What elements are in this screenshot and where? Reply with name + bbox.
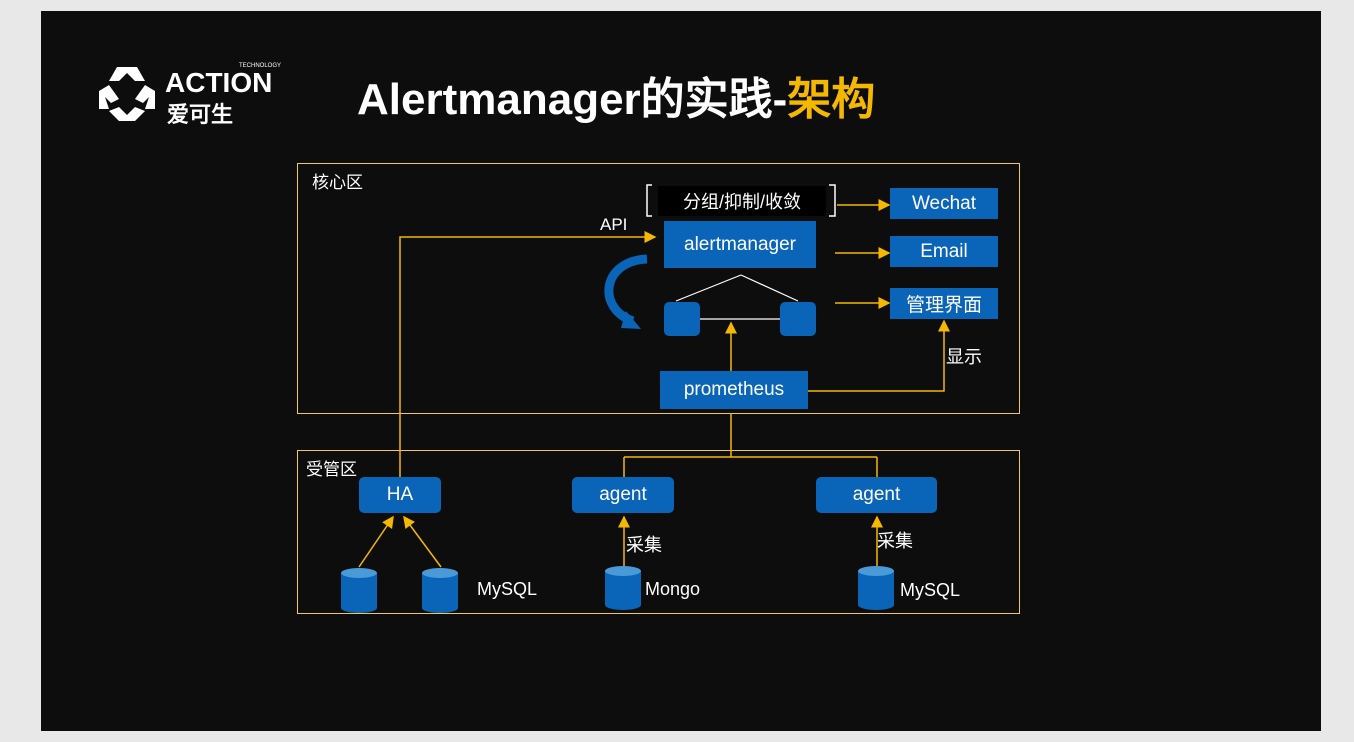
email-node: Email bbox=[890, 236, 998, 267]
curved-arrow-icon bbox=[604, 254, 648, 329]
agent-node-2: agent bbox=[816, 477, 937, 513]
cluster-node-left bbox=[664, 302, 700, 336]
display-label: 显示 bbox=[946, 347, 982, 367]
core-zone-label: 核心区 bbox=[312, 173, 363, 192]
alertmanager-node: alertmanager bbox=[664, 221, 816, 268]
managed-zone bbox=[297, 450, 1020, 614]
mysql-label-2: MySQL bbox=[900, 580, 961, 600]
core-zone bbox=[297, 163, 1020, 414]
grouping-box: 分组/抑制/收敛 bbox=[658, 186, 826, 216]
mysql-label-1: MySQL bbox=[477, 579, 538, 599]
logo-tagline: TECHNOLOGY bbox=[239, 63, 282, 69]
database-icon bbox=[341, 568, 377, 613]
ha-node: HA bbox=[359, 477, 441, 513]
managed-zone-label: 受管区 bbox=[306, 460, 357, 479]
database-icon bbox=[605, 566, 641, 610]
mgmt-ui-node: 管理界面 bbox=[890, 288, 998, 319]
api-label: API bbox=[600, 215, 628, 234]
collect-label-1: 采集 bbox=[626, 535, 662, 555]
collect-label-2: 采集 bbox=[877, 531, 913, 551]
prometheus-node: prometheus bbox=[660, 371, 808, 409]
title-accent: 架构 bbox=[787, 75, 876, 124]
logo: ACTION TECHNOLOGY 爱可生 bbox=[95, 63, 305, 127]
cluster-node-right bbox=[780, 302, 816, 336]
mongo-label: Mongo bbox=[645, 579, 701, 599]
database-icon bbox=[422, 568, 458, 613]
logo-chinese: 爱可生 bbox=[167, 102, 234, 127]
title-main: Alertmanager的实践- bbox=[357, 75, 788, 124]
database-icon bbox=[858, 566, 894, 610]
page-title: Alertmanager的实践-架构 bbox=[357, 63, 875, 127]
logo-brand: ACTION bbox=[165, 67, 273, 98]
connector-lines bbox=[358, 184, 950, 569]
wechat-node: Wechat bbox=[890, 188, 998, 219]
agent-node-1: agent bbox=[572, 477, 674, 513]
recycle-logo-icon bbox=[99, 67, 155, 121]
database-icons bbox=[341, 566, 894, 613]
slide: ACTION TECHNOLOGY 爱可生 Alertmanager的实践-架构… bbox=[41, 11, 1321, 731]
